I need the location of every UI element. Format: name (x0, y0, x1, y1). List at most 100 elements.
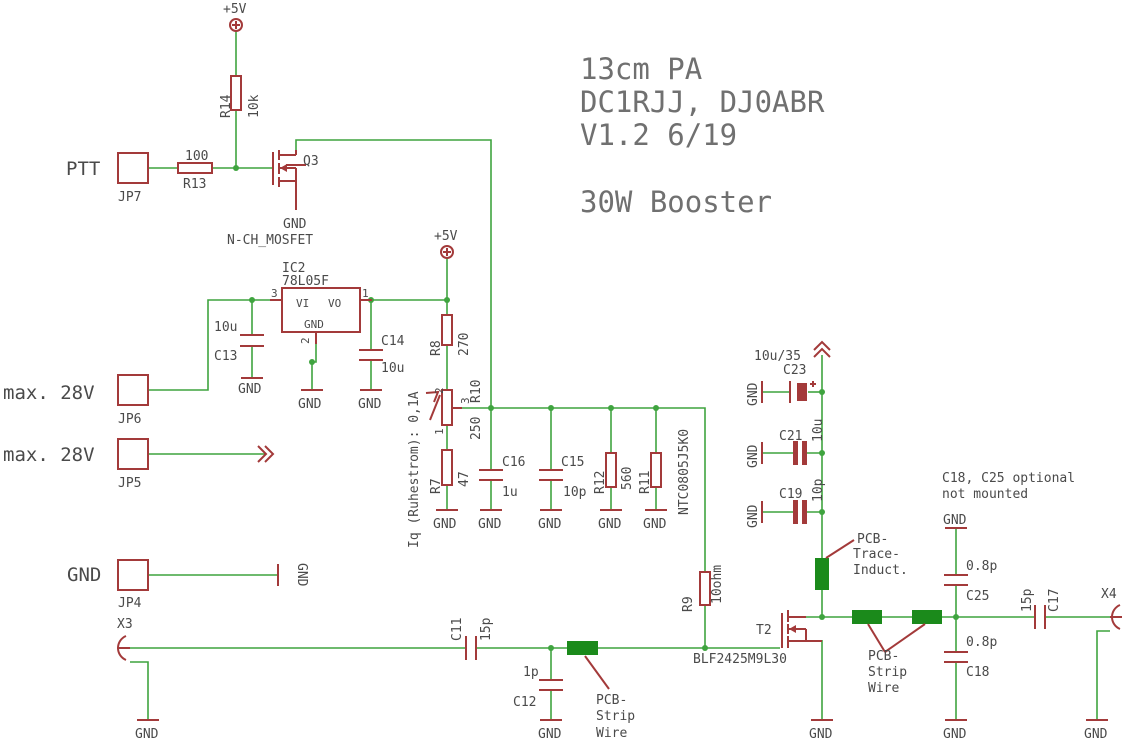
ground-symbols (137, 164, 1108, 721)
q3-type: N-CH_MOSFET (227, 233, 313, 248)
r10-pin3: 3 (459, 397, 472, 404)
r7-resistor (441, 449, 453, 486)
r12-resistor (605, 452, 617, 488)
c16-gnd: GND (478, 517, 502, 532)
c23-capacitor (789, 381, 816, 403)
r7-value: 47 (457, 471, 472, 487)
ic2-regulator (270, 287, 372, 344)
c23-value: 10u/35 (754, 349, 801, 364)
jp6-connector (117, 374, 149, 406)
c12-value: 1p (523, 665, 539, 680)
ic2-pin-vi: VI (296, 297, 309, 310)
jp7-label: JP7 (118, 190, 141, 205)
r14-name: R14 (219, 94, 234, 118)
title-line-3: V1.2 6/19 (580, 118, 737, 152)
c19-gnd: GND (746, 504, 761, 528)
r8-resistor (441, 314, 453, 346)
jp4-gnd-symbol-label: GND (294, 563, 309, 587)
t2-gnd: GND (809, 727, 833, 742)
jp5-connector (117, 438, 149, 470)
output-strip-label-1: PCB- (868, 649, 899, 664)
c14-gnd: GND (358, 397, 382, 412)
r10-name: R10 (469, 380, 484, 403)
r12-value: 560 (620, 467, 635, 490)
input-strip-label-1: PCB- (596, 693, 627, 708)
trace-leader (825, 539, 855, 559)
c19-capacitor (793, 500, 807, 524)
r9-name: R9 (681, 596, 696, 612)
trace-label-1: PCB- (857, 532, 888, 547)
c25-gnd: GND (943, 513, 967, 528)
ptt-label: PTT (66, 158, 100, 180)
strip-wire-output-2 (912, 610, 942, 624)
q3-name: Q3 (303, 154, 319, 169)
c18-value: 0.8p (966, 635, 997, 650)
r11-gnd: GND (643, 517, 667, 532)
r11-resistor (650, 452, 662, 488)
ic2-pin2: 2 (299, 337, 312, 344)
r13-resistor (177, 162, 213, 174)
ic2-pin3: 3 (271, 287, 278, 300)
junctions (233, 165, 959, 651)
jp4-gnd-label: GND (67, 564, 101, 586)
r10-value: 250 (469, 417, 484, 440)
strip-wire-input (567, 641, 598, 655)
c18-gnd: GND (943, 727, 967, 742)
output-strip-label-3: Wire (868, 681, 899, 696)
title-line-2: DC1RJJ, DJ0ABR (580, 85, 825, 119)
input-strip-label-3: Wire (596, 726, 627, 741)
c17-capacitor (1034, 605, 1046, 629)
r12-name: R12 (593, 471, 608, 494)
t2-name: T2 (756, 623, 772, 638)
jp4-connector (117, 559, 149, 591)
jp5-label: JP5 (118, 476, 141, 491)
r14-resistor (230, 75, 242, 111)
optional-note-1: C18, C25 optional (942, 471, 1075, 486)
plus5v-label-bias: +5V (434, 229, 458, 244)
vdd-arrow-symbol (813, 340, 831, 358)
r11-value: NTC0805J5K0 (677, 429, 692, 515)
c15-gnd: GND (538, 517, 562, 532)
c25-capacitor (944, 574, 968, 586)
ic2-pin-vo: VO (328, 297, 341, 310)
ic2-pin-gnd: GND (304, 318, 324, 331)
c19-name: C19 (779, 487, 802, 502)
c18-name: C18 (966, 665, 989, 680)
c16-capacitor (479, 469, 503, 481)
q3-mosfet (272, 150, 297, 210)
trace-label-2: Trace- (853, 547, 900, 562)
plus5v-symbol-top (229, 18, 243, 32)
c14-capacitor (359, 349, 383, 361)
c13-value: 10u (214, 320, 237, 335)
c21-gnd: GND (746, 444, 761, 468)
c16-name: C16 (502, 455, 525, 470)
c14-value: 10u (381, 361, 404, 376)
optional-note-2: not mounted (942, 487, 1028, 502)
c13-gnd: GND (238, 382, 262, 397)
r14-value: 10k (247, 94, 262, 118)
r13-value: 100 (185, 149, 208, 164)
jp6-label: JP6 (118, 412, 141, 427)
t2-type: BLF2425M9L30 (693, 652, 787, 667)
c25-value: 0.8p (966, 559, 997, 574)
ic2-pin1: 1 (362, 287, 369, 300)
jp4-label: JP4 (118, 596, 142, 611)
ic2-type: 78L05F (282, 274, 329, 289)
input-strip-label-2: Strip (596, 709, 635, 724)
c15-name: C15 (561, 455, 584, 470)
x3-sma-connector (117, 635, 130, 661)
r9-resistor (699, 571, 711, 606)
r10-pin2: 2 (433, 387, 446, 394)
strip-input-leader (584, 655, 610, 690)
r9-value: 10ohm (710, 565, 725, 604)
r8-value: 270 (457, 333, 472, 356)
r10-pin1: 1 (433, 428, 446, 435)
c12-capacitor (539, 679, 563, 691)
c21-name: C21 (779, 429, 802, 444)
c13-name: C13 (214, 349, 237, 364)
output-strip-label-2: Strip (868, 665, 907, 680)
x4-gnd: GND (1084, 727, 1108, 742)
c23-name: C23 (783, 363, 806, 378)
c21-capacitor (793, 441, 807, 465)
